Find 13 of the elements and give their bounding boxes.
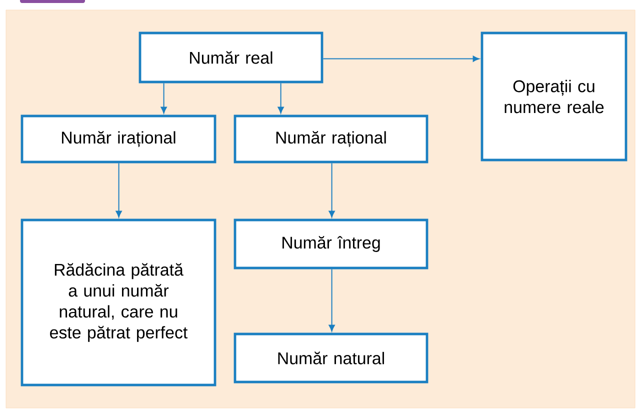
arrow [160,82,167,114]
process-box: Număr real [138,32,324,84]
process-box: Număr rațional [234,114,428,164]
process-box: Număr natural [234,332,428,384]
arrow [322,56,480,62]
process-box: Număr irațional [20,114,216,164]
arrow [116,162,122,218]
arrow [328,162,335,218]
process-box: Rădăcina pătrată a unui număr natural, care nu este pătrat perfect [20,218,216,386]
arrow [278,82,284,114]
arrow [328,268,335,332]
process-box: Operații cu numere reale [480,32,628,162]
process-box: Număr întreg [234,218,428,270]
